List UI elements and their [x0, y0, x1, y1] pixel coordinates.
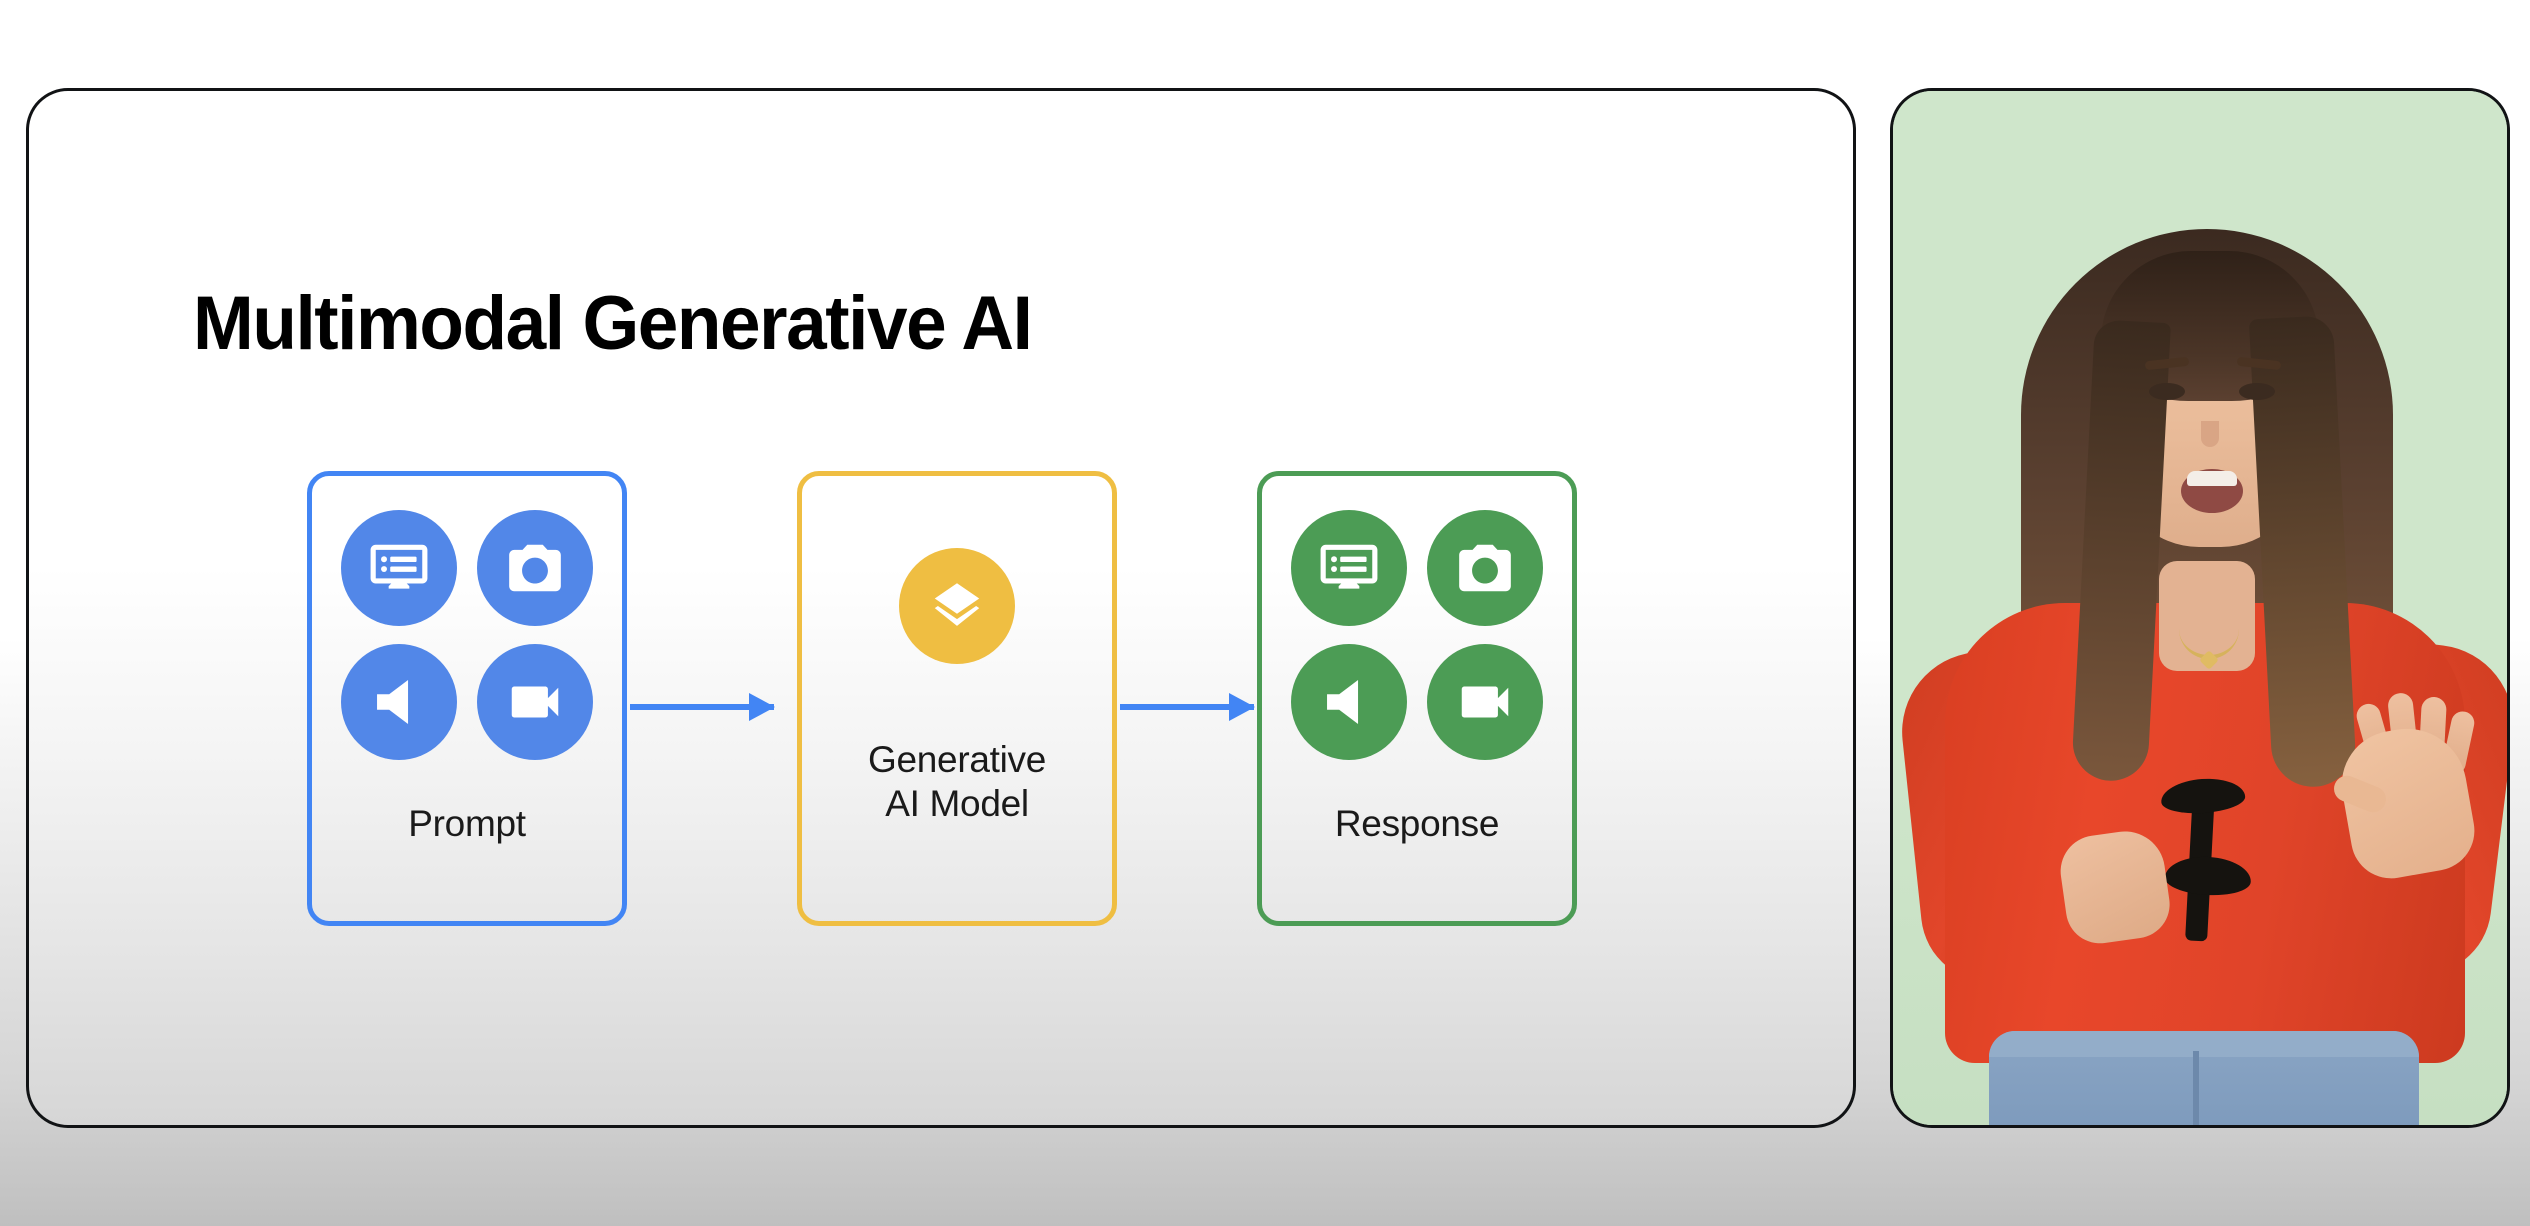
flow-card-model-label-line1: Generative: [868, 739, 1046, 780]
presenter-nose: [2201, 421, 2219, 447]
video-camera-icon[interactable]: [1427, 644, 1543, 760]
presenter-teeth: [2187, 471, 2237, 486]
text-article-icon[interactable]: [1291, 510, 1407, 626]
camera-icon[interactable]: [1427, 510, 1543, 626]
model-icon-wrap: [802, 548, 1112, 664]
flow-card-model-label-line2: AI Model: [885, 782, 1029, 824]
video-camera-icon[interactable]: [477, 644, 593, 760]
flow-card-prompt-label: Prompt: [408, 803, 526, 844]
arrow-head-icon: [749, 693, 775, 721]
presenter-jeans-waistband: [1989, 1031, 2419, 1057]
arrow-head-icon: [1229, 693, 1255, 721]
response-icon-grid: [1262, 510, 1572, 760]
flow-card-response[interactable]: Response: [1257, 471, 1577, 926]
prompt-icon-grid: [312, 510, 622, 760]
flow-card-prompt[interactable]: Prompt: [307, 471, 627, 926]
arrow-prompt-to-model: [630, 693, 775, 721]
presenter-video-panel[interactable]: [1890, 88, 2510, 1128]
presenter-eye-right: [2239, 383, 2275, 400]
presenter-eye-left: [2149, 383, 2185, 400]
text-article-icon[interactable]: [341, 510, 457, 626]
audio-speaker-icon[interactable]: [1291, 644, 1407, 760]
layers-icon[interactable]: [899, 548, 1015, 664]
flow-card-response-label: Response: [1334, 803, 1500, 844]
slide-panel: Multimodal Generative AI: [26, 88, 1856, 1128]
camera-icon[interactable]: [477, 510, 593, 626]
presenter-jeans-seam: [2193, 1051, 2199, 1125]
flow-card-model[interactable]: Generative AI Model: [797, 471, 1117, 926]
presenter-video-stage: [1893, 91, 2507, 1125]
audio-speaker-icon[interactable]: [341, 644, 457, 760]
flow-diagram: Prompt Generative AI Model: [29, 91, 1853, 1125]
arrow-model-to-response: [1120, 693, 1255, 721]
flow-card-model-label: Generative AI Model: [802, 738, 1112, 825]
page-title: Multimodal Generative AI: [193, 280, 1033, 366]
